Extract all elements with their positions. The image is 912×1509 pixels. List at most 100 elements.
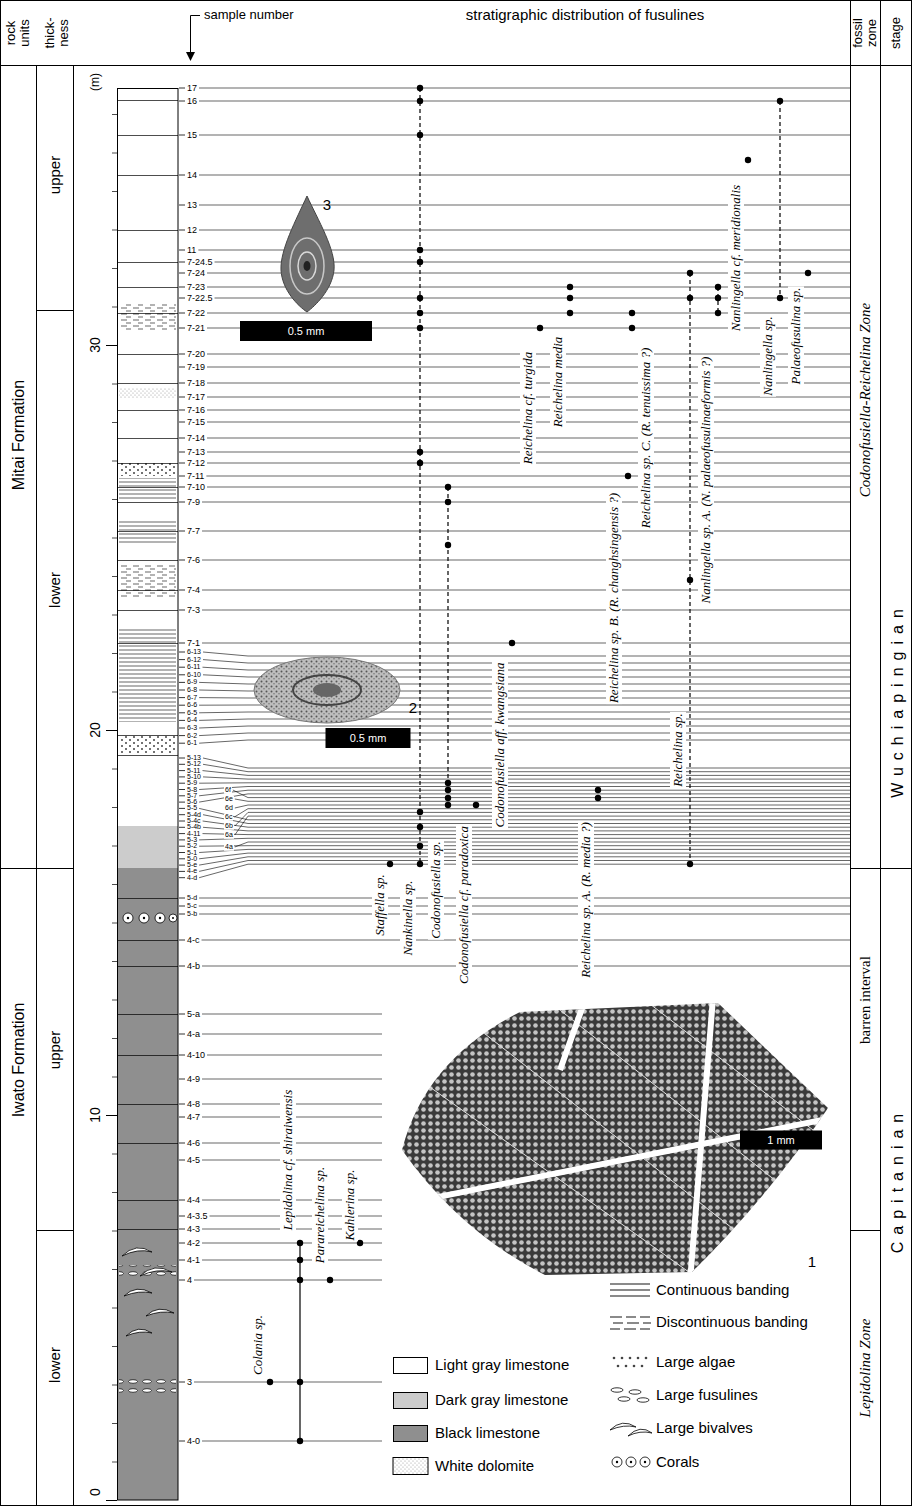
sample-line (199, 787, 850, 790)
sample-number: 6f (224, 787, 232, 794)
stage-name: Capitanian (888, 1106, 907, 1255)
sample-line (199, 205, 850, 206)
sample-tick (179, 966, 185, 967)
corals-sample-dots (616, 1461, 646, 1463)
occurrence-dot (715, 295, 721, 301)
sample-tick (179, 1382, 185, 1383)
fossil-whorl (298, 252, 316, 280)
sample-tick (179, 610, 185, 611)
sample-tick (179, 1055, 185, 1056)
taxon-name: Reichelina cf. turgida (520, 351, 536, 466)
sample-tick (179, 865, 185, 866)
sample-line (199, 740, 850, 743)
sample-tick (179, 262, 185, 263)
legend-swatch (393, 1425, 428, 1442)
banding (119, 628, 176, 722)
legend-samples (393, 1284, 652, 1475)
fossil-zone: Lepidolina Zone (856, 1318, 874, 1419)
sample-tick (179, 502, 185, 503)
occurrence-dot (417, 460, 423, 466)
sample-tick (179, 1216, 185, 1217)
scale-value: 30 (87, 336, 104, 354)
sample-number: 7-6 (186, 555, 201, 565)
sample-number: 7-21 (186, 323, 206, 333)
sample-line (199, 849, 850, 852)
sample-number: 5-d (186, 895, 198, 902)
taxon-name: Lepidolina cf. shiraiwensis (280, 1089, 296, 1231)
range-line (779, 101, 780, 298)
banding (119, 303, 176, 330)
legend-swatch (393, 1357, 428, 1374)
sample-number: 6-3 (186, 725, 198, 732)
column-header: stratigraphic distribution of fusulines (465, 6, 705, 24)
sample-tick (179, 735, 185, 736)
dark-limestone (117, 826, 178, 868)
occurrence-dot (297, 1240, 303, 1246)
sample-tick (179, 367, 185, 368)
sample-line (202, 590, 850, 591)
sample-tick (179, 846, 185, 847)
occurrence-dot (745, 157, 751, 163)
occurrence-dot (687, 270, 693, 276)
fossil-zone: barren interval (856, 955, 874, 1045)
sample-tick (179, 1079, 185, 1080)
sample-number: 4-8 (186, 1099, 201, 1109)
sample-number: 6-4 (186, 717, 198, 724)
occurrence-dot (417, 325, 423, 331)
occurrence-dot (687, 861, 693, 867)
taxon-name: Codonofusiella aff. kwangsiana (492, 661, 508, 828)
sample-tick (179, 438, 185, 439)
sample-line (203, 652, 850, 656)
sample-tick (179, 1243, 185, 1244)
sample-tick (179, 814, 185, 815)
legend-label: Large bivalves (655, 1419, 754, 1437)
photo-2 (254, 657, 400, 723)
taxon-name: Reichelina sp. A. (R. media ?) (578, 821, 594, 979)
occurrence-dot (297, 1257, 303, 1263)
sample-line (202, 940, 850, 941)
legend-label: White dolomite (434, 1457, 535, 1475)
sample-tick (179, 795, 185, 796)
sample-number: 7-20 (186, 349, 206, 359)
occurrence-dot (445, 542, 451, 548)
sample-number: 7-14 (186, 433, 206, 443)
sample-number: 4-2 (186, 1238, 201, 1248)
sample-tick (179, 898, 185, 899)
pointer-line (191, 16, 201, 55)
sample-number: 6-6 (186, 702, 198, 709)
sample-line (202, 610, 850, 611)
sample-number: 5-b (186, 911, 198, 918)
sample-number: 6b (224, 823, 234, 830)
occurrence-dot (595, 795, 601, 801)
sample-line (202, 1441, 382, 1442)
sample-number: 6d (224, 805, 234, 812)
sample-number: 4a (224, 844, 234, 851)
sample-tick (179, 354, 185, 355)
sample-line (203, 777, 850, 779)
sample-number: 5-a (186, 1009, 201, 1019)
legend-label: Discontinuous banding (655, 1313, 809, 1331)
legend-label: Continuous banding (655, 1281, 790, 1299)
sample-number: 4-3.5 (186, 1211, 209, 1221)
banding (119, 478, 176, 500)
sample-number: 4-3 (186, 1224, 201, 1234)
sample-line (194, 1280, 382, 1281)
sample-line (199, 861, 850, 872)
taxon-name: Codonofusiella cf. paradoxica (456, 825, 472, 985)
member-name: upper (46, 1030, 64, 1070)
sample-line (199, 726, 850, 728)
banding (119, 520, 176, 545)
sample-line (202, 1014, 382, 1015)
sample-number: 14 (186, 170, 198, 180)
taxon-name: Reichelina sp. B. (R. changhsingensis ?) (606, 492, 622, 704)
occurrence-dot (445, 484, 451, 490)
photo-3 (281, 196, 334, 312)
taxon-name: Staffella sp. (372, 873, 388, 936)
sample-line (202, 1034, 382, 1035)
sample-number: 11 (186, 245, 197, 255)
bivalves-sample (610, 1423, 652, 1436)
sample-line (199, 838, 850, 840)
sample-line (235, 842, 850, 847)
